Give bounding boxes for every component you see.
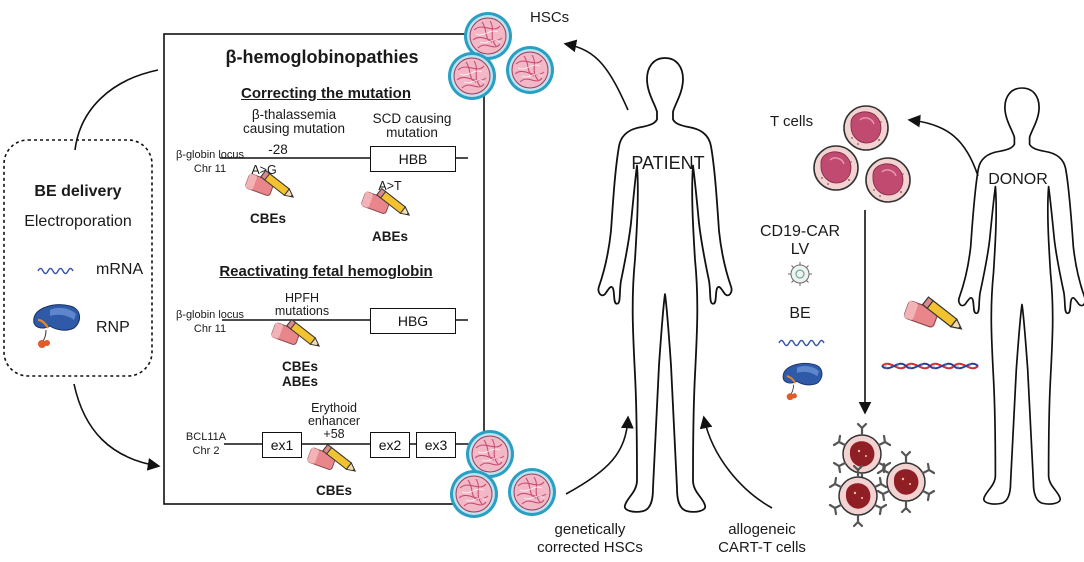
enhancer-label-line1: Erythoid	[311, 401, 357, 415]
arrow-cart-to-patient	[699, 415, 773, 509]
scd-label-line1: SCD causing	[372, 111, 452, 126]
bthal-label-line2: causing mutation	[242, 121, 346, 136]
car-label-line1: CD19-CAR	[759, 223, 841, 240]
eraser-pencil-icon-donor	[902, 296, 965, 334]
hbg-gene-box: HBG	[370, 308, 456, 334]
rnp-icon	[782, 362, 823, 402]
be-label: BE	[789, 305, 811, 322]
hsc-cell-icon	[447, 51, 497, 101]
fetal-locus-line1: β-globin locus	[175, 309, 245, 321]
edit-label-ag: A>G	[251, 163, 277, 177]
dna-icon	[881, 362, 979, 370]
enhancer-label-line2: enhancer	[307, 414, 361, 428]
mrna-icon	[778, 339, 825, 347]
mrna-icon	[37, 267, 74, 275]
hpfh-label-line1: HPFH	[284, 291, 320, 305]
car-label-line2: LV	[790, 241, 810, 258]
electroporation-label: Electroporation	[24, 213, 132, 230]
arrow-patient-to-hscs	[563, 39, 629, 111]
bcl11a-locus-line2: Chr 2	[192, 445, 220, 457]
corrected-hsc-cell-icon	[449, 469, 499, 519]
corrected-hscs-line2: corrected HSCs	[537, 539, 643, 556]
abes-label-2: ABEs	[281, 374, 319, 389]
cart-cell-icon	[828, 464, 888, 528]
arrow-delivery-down	[73, 383, 161, 471]
bcl11a-locus-line1: BCL11A	[185, 431, 227, 443]
fetal-locus-line2: Chr 11	[193, 323, 227, 335]
mrna-label: mRNA	[96, 261, 144, 278]
patient-label: PATIENT	[631, 153, 705, 173]
be-delivery-box	[3, 139, 153, 377]
cbes-label-2: CBEs	[281, 359, 319, 374]
cart-cells-line2: CART-T cells	[718, 539, 806, 556]
corrected-hsc-cell-icon	[507, 467, 557, 517]
hpfh-label-line2: mutations	[274, 304, 330, 318]
cbes-label-1: CBEs	[249, 211, 287, 226]
cart-cell-icon	[832, 422, 892, 486]
donor-figure-icon	[957, 87, 1084, 505]
cart-cell-icon	[876, 450, 936, 514]
arrow-delivery-up	[74, 69, 159, 151]
enhancer-label-line3: +58	[323, 427, 345, 441]
rnp-label: RNP	[96, 319, 130, 336]
t-cell-icon	[843, 105, 889, 151]
rnp-icon	[32, 303, 81, 350]
cart-cells-line1: allogeneic	[728, 521, 796, 538]
edit-label-at: A>T	[378, 179, 402, 193]
fetal-heading: Reactivating fetal hemoglobin	[219, 263, 433, 280]
locus-label-line2: Chr 11	[193, 163, 227, 175]
t-cell-icon	[865, 157, 911, 203]
exon1-box: ex1	[262, 432, 302, 458]
corrected-hscs-line1: genetically	[554, 521, 626, 538]
arrow-donor-to-tcells	[907, 114, 979, 177]
lentivirus-icon	[788, 262, 812, 286]
be-delivery-title: BE delivery	[34, 183, 122, 200]
hscs-label: HSCs	[530, 9, 570, 26]
position-label: -28	[268, 142, 288, 157]
scd-label-line2: mutation	[386, 125, 438, 140]
donor-label: DONOR	[988, 171, 1048, 188]
bthal-label-line1: β-thalassemia	[251, 107, 337, 122]
locus-label-line1: β-globin locus	[175, 149, 245, 161]
exon3-box: ex3	[416, 432, 456, 458]
arrow-hscs-to-patient	[565, 415, 634, 495]
panel-title: β-hemoglobinopathies	[225, 47, 419, 67]
hbb-gene-box: HBB	[370, 146, 456, 172]
abes-label-1: ABEs	[371, 229, 409, 244]
exon2-box: ex2	[370, 432, 410, 458]
patient-figure-icon	[597, 57, 733, 513]
hsc-cell-icon	[505, 45, 555, 95]
tcells-label: T cells	[770, 113, 814, 130]
hemoglobinopathies-panel	[163, 33, 485, 505]
cbes-label-3: CBEs	[315, 483, 353, 498]
correcting-heading: Correcting the mutation	[240, 85, 412, 102]
t-cell-icon	[813, 145, 859, 191]
